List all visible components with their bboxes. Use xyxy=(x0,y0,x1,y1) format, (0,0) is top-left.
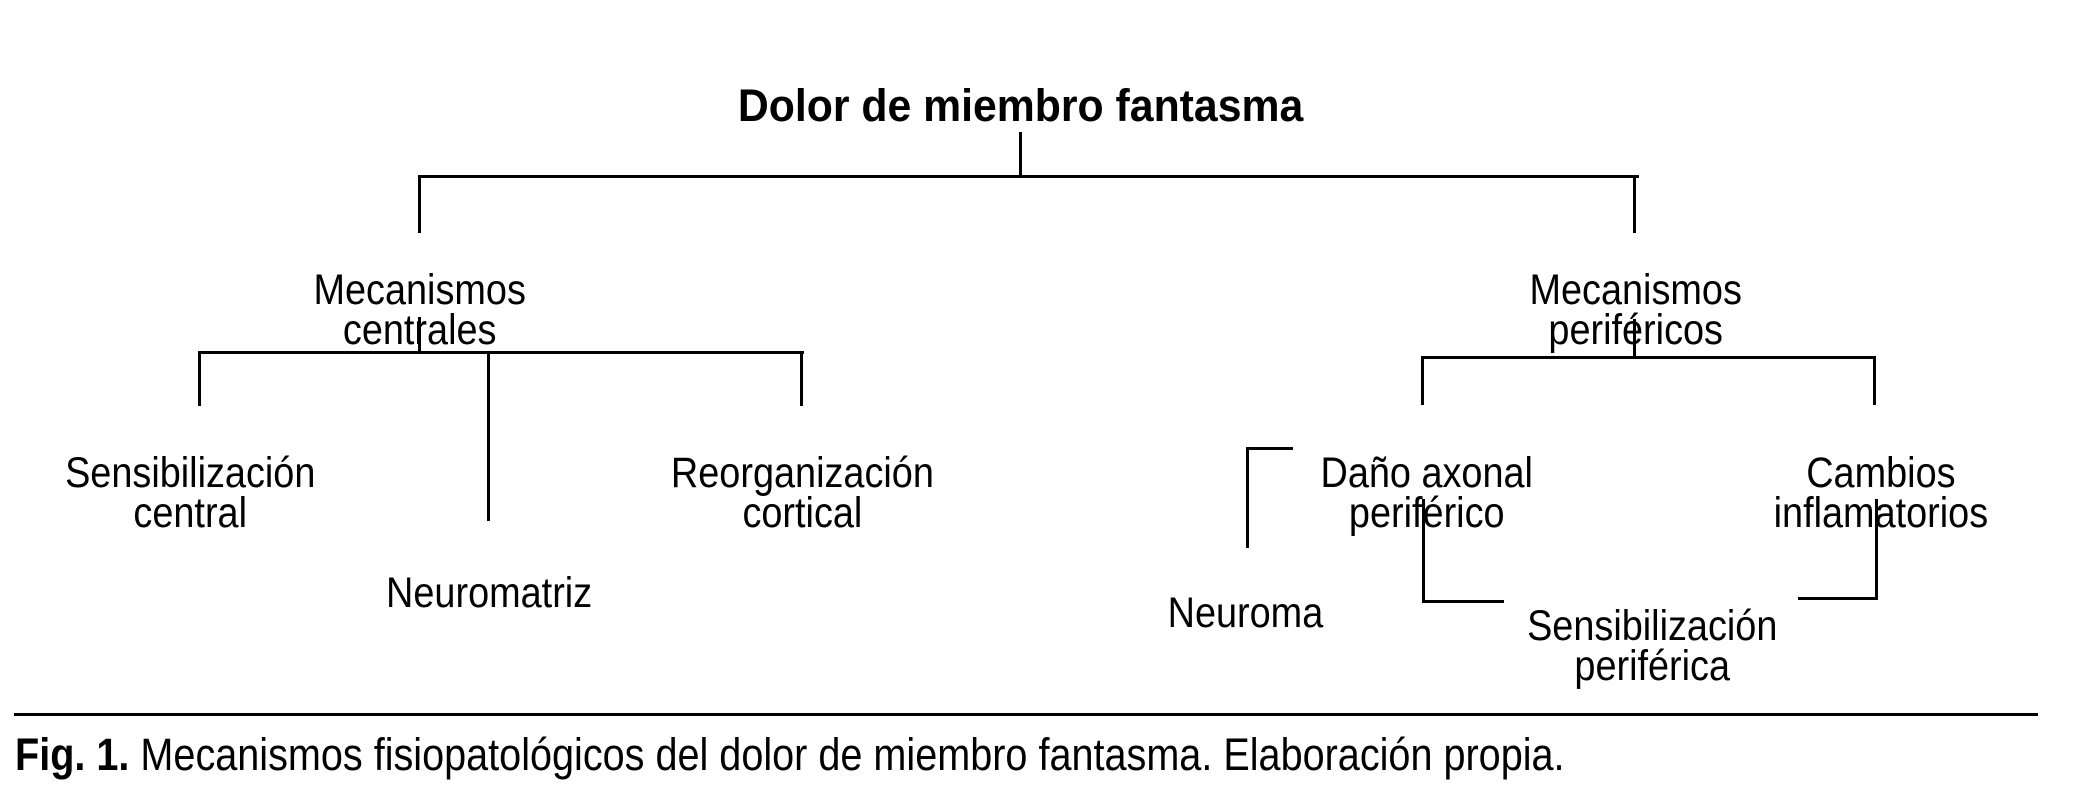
connector-neuroma-vertical xyxy=(1246,447,1249,548)
connector-main-bar xyxy=(419,175,1639,178)
node-sensibilizacion-periferica: Sensibilización periférica xyxy=(1526,602,1778,690)
node-cambios-inflamatorios: Cambios inflamatorios xyxy=(1773,449,1989,537)
connector-drop-sensibilizacion-central xyxy=(198,351,201,406)
node-neuroma: Neuroma xyxy=(1167,589,1323,637)
caption-rule xyxy=(14,713,2038,716)
root-node-label: Dolor de miembro fantasma xyxy=(738,80,1304,131)
caption-fig-label: Fig. 1. xyxy=(15,729,130,780)
connector-drop-neuromatriz xyxy=(487,351,490,521)
node-neuromatriz: Neuromatriz xyxy=(385,569,593,617)
connector-dano-down xyxy=(1422,499,1425,603)
connector-drop-dano-axonal xyxy=(1421,356,1424,405)
connector-drop-cambios xyxy=(1873,356,1876,405)
connector-centrales-stub xyxy=(418,317,421,354)
caption-text: Mecanismos fisiopatológicos del dolor de… xyxy=(140,729,1565,780)
connector-cambios-down xyxy=(1875,499,1878,600)
connector-neuroma-horizontal xyxy=(1246,447,1293,450)
connector-centrales-bar xyxy=(199,351,804,354)
node-mecanismos-perifericos: Mecanismos periféricos xyxy=(1529,266,1743,352)
node-reorganizacion-cortical: Reorganización cortical xyxy=(670,449,934,537)
root-node-title: Dolor de miembro fantasma xyxy=(721,83,1321,128)
node-dano-axonal-periferico: Daño axonal periférico xyxy=(1320,449,1534,537)
figure-caption: Fig. 1. Mecanismos fisiopatológicos del … xyxy=(15,732,2075,777)
node-sensibilizacion-central: Sensibilización central xyxy=(64,449,316,537)
connector-perifericos-stub xyxy=(1633,319,1636,359)
connector-dano-horizontal xyxy=(1422,600,1504,603)
connector-left-branch-drop xyxy=(418,175,421,233)
connector-root-stub xyxy=(1019,132,1022,178)
connector-perifericos-bar xyxy=(1421,356,1876,359)
connector-drop-reorganizacion xyxy=(800,351,803,406)
connector-right-branch-drop xyxy=(1633,175,1636,233)
connector-cambios-horizontal xyxy=(1798,597,1878,600)
